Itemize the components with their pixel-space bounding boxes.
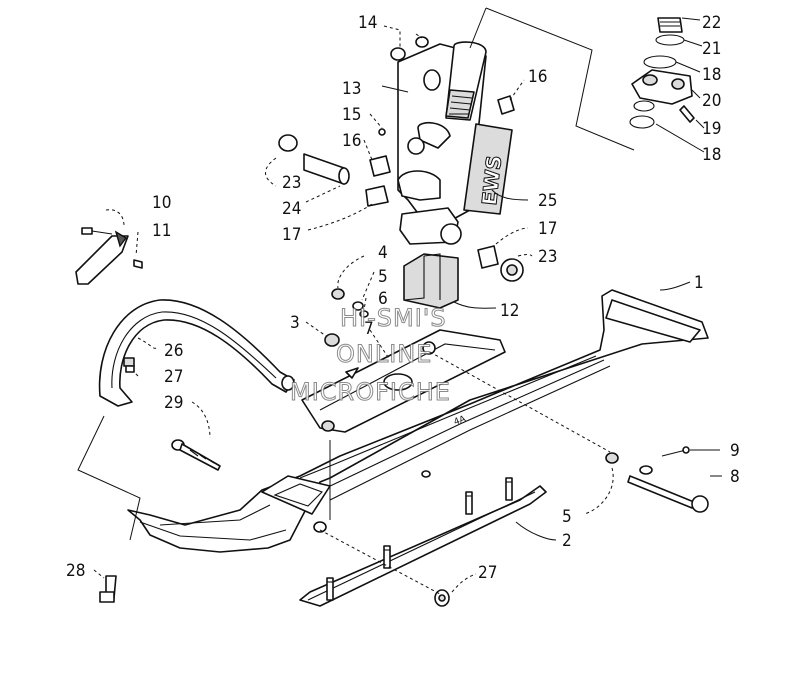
callout-8: 8 — [730, 467, 740, 487]
callout-7: 7 — [364, 319, 374, 339]
callout-12: 12 — [500, 301, 519, 321]
callout-21: 21 — [702, 39, 721, 59]
callout-18-top: 18 — [702, 65, 721, 85]
callout-15: 15 — [342, 105, 361, 125]
callout-2: 2 — [562, 531, 572, 551]
hardware-bushings — [125, 36, 524, 373]
spindle-housing: EWS — [397, 41, 513, 245]
watermark: HI-SMI'S ONLINE MICROFICHE — [290, 304, 451, 407]
callout-14: 14 — [358, 13, 377, 33]
callout-27-bottom: 27 — [478, 563, 497, 583]
leader-lines — [77, 7, 722, 595]
callout-22: 22 — [702, 13, 721, 33]
callout-5-top: 5 — [378, 267, 388, 287]
logo-text: EWS — [477, 154, 506, 206]
callout-6: 6 — [378, 289, 388, 309]
wear-bar — [299, 477, 547, 607]
saddle-plate — [301, 329, 506, 433]
callout-labels: 22 21 18 20 19 18 14 16 13 15 16 23 24 2… — [66, 13, 740, 583]
callout-26: 26 — [164, 341, 183, 361]
callout-13: 13 — [342, 79, 361, 99]
callout-28: 28 — [66, 561, 85, 581]
long-bolts — [99, 439, 709, 607]
svg-text:4A: 4A — [453, 414, 468, 428]
callout-24: 24 — [282, 199, 301, 219]
watermark-line-2: ONLINE — [336, 340, 432, 368]
callout-20: 20 — [702, 91, 721, 111]
callout-23-right: 23 — [538, 247, 557, 267]
callout-5-bottom: 5 — [562, 507, 572, 527]
callout-16-left: 16 — [342, 131, 361, 151]
callout-9: 9 — [730, 441, 740, 461]
callout-18-bottom: 18 — [702, 145, 721, 165]
callout-11: 11 — [152, 221, 171, 241]
ski: 4A — [127, 289, 709, 553]
callout-23-left: 23 — [282, 173, 301, 193]
watermark-line-3: MICROFICHE — [290, 378, 451, 406]
callout-25: 25 — [538, 191, 557, 211]
callout-27-top: 27 — [164, 367, 183, 387]
ski-handle — [98, 299, 295, 407]
callout-16-top: 16 — [528, 67, 547, 87]
callout-19: 19 — [702, 119, 721, 139]
handle-bracket — [75, 227, 143, 285]
callout-1: 1 — [694, 273, 704, 293]
callout-4: 4 — [378, 243, 388, 263]
watermark-line-1: HI-SMI'S — [340, 304, 447, 332]
shock-block — [403, 253, 459, 309]
callout-17-left: 17 — [282, 225, 301, 245]
callout-10: 10 — [152, 193, 171, 213]
top-cap-assembly — [629, 17, 695, 129]
callout-29: 29 — [164, 393, 183, 413]
callout-17-right: 17 — [538, 219, 557, 239]
callout-3: 3 — [290, 313, 300, 333]
